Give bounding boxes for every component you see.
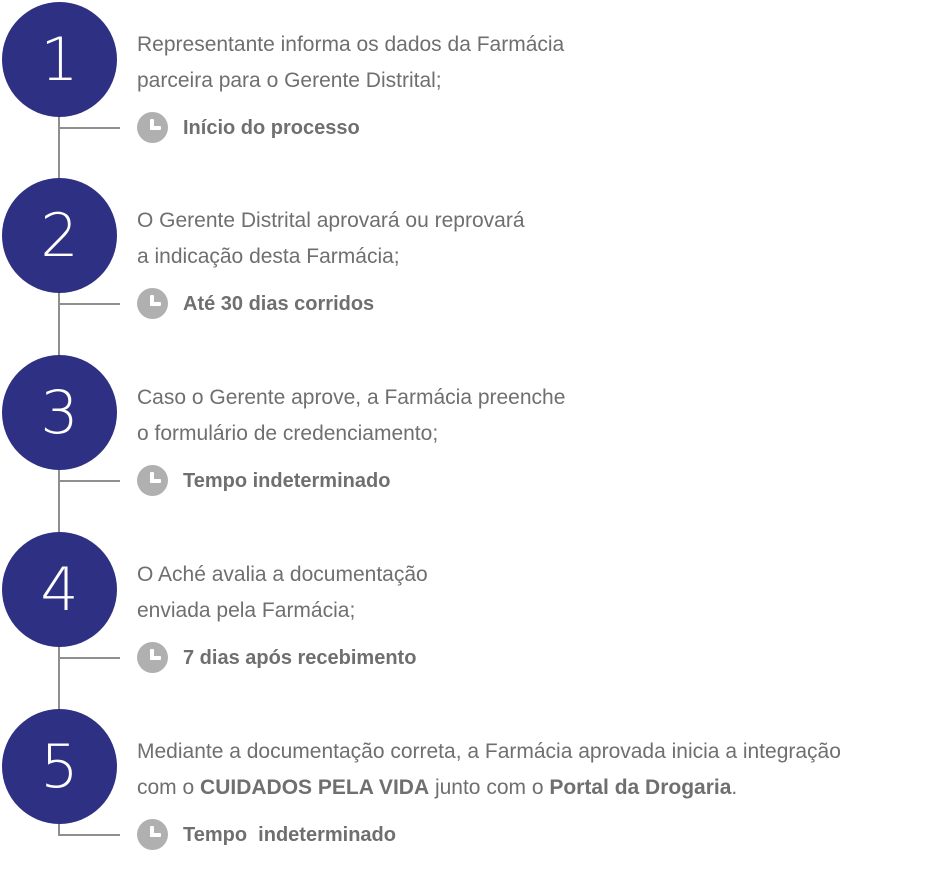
step-time-label: Tempo indeterminado bbox=[183, 824, 396, 846]
connector-line bbox=[58, 127, 120, 129]
step-description: Representante informa os dados da Farmác… bbox=[137, 27, 933, 99]
clock-icon bbox=[137, 465, 168, 496]
connector-line bbox=[58, 657, 120, 659]
step-description-line-1: Representante informa os dados da Farmác… bbox=[137, 33, 565, 56]
step-time-label: Até 30 dias corridos bbox=[183, 293, 375, 315]
clock-icon bbox=[137, 288, 168, 319]
step-time-label: Início do processo bbox=[183, 117, 360, 139]
step-description-line-2: o formulário de credenciamento; bbox=[137, 422, 439, 445]
step-description-line-1: O Aché avalia a documentação bbox=[137, 563, 428, 586]
step-description-line-1: Caso o Gerente aprove, a Farmácia preenc… bbox=[137, 386, 566, 409]
step-4: 4 O Aché avalia a documentação enviada p… bbox=[0, 532, 933, 702]
step-number-circle: 5 bbox=[2, 709, 117, 824]
step-description-line-2: a indicação desta Farmácia; bbox=[137, 245, 400, 268]
portal-name: Portal da Drogaria bbox=[549, 776, 732, 799]
step-description-line-2: parceira para o Gerente Distrital; bbox=[137, 69, 442, 92]
text-fragment: junto com o bbox=[429, 776, 550, 799]
step-number-circle: 4 bbox=[2, 532, 117, 647]
step-1: 1 Representante informa os dados da Farm… bbox=[0, 2, 933, 172]
step-description-line-2: com o CUIDADOS PELA VIDA junto com o Por… bbox=[137, 770, 933, 806]
clock-icon bbox=[137, 642, 168, 673]
step-description-line-2: enviada pela Farmácia; bbox=[137, 599, 356, 622]
program-name: CUIDADOS PELA VIDA bbox=[200, 776, 430, 799]
text-fragment: com o bbox=[137, 776, 201, 799]
step-2: 2 O Gerente Distrital aprovará ou reprov… bbox=[0, 178, 933, 348]
step-time-label: 7 dias após recebimento bbox=[183, 647, 417, 669]
clock-icon bbox=[137, 112, 168, 143]
connector-line bbox=[58, 303, 120, 305]
step-time-label: Tempo indeterminado bbox=[183, 470, 391, 492]
connector-line bbox=[58, 834, 120, 836]
step-description: Caso o Gerente aprove, a Farmácia preenc… bbox=[137, 380, 933, 452]
step-description: O Gerente Distrital aprovará ou reprovar… bbox=[137, 203, 933, 275]
step-description: O Aché avalia a documentação enviada pel… bbox=[137, 557, 933, 629]
connector-line bbox=[58, 480, 120, 482]
step-number-circle: 1 bbox=[2, 2, 117, 117]
step-5: 5 Mediante a documentação correta, a Far… bbox=[0, 709, 933, 879]
step-description-line-1: O Gerente Distrital aprovará ou reprovar… bbox=[137, 209, 525, 232]
step-description: Mediante a documentação correta, a Farmá… bbox=[137, 734, 933, 806]
step-description-line-1: Mediante a documentação correta, a Farmá… bbox=[137, 740, 841, 763]
text-fragment: . bbox=[731, 776, 738, 799]
step-3: 3 Caso o Gerente aprove, a Farmácia pree… bbox=[0, 355, 933, 525]
step-number-circle: 3 bbox=[2, 355, 117, 470]
step-number-circle: 2 bbox=[2, 178, 117, 293]
clock-icon bbox=[137, 819, 168, 850]
